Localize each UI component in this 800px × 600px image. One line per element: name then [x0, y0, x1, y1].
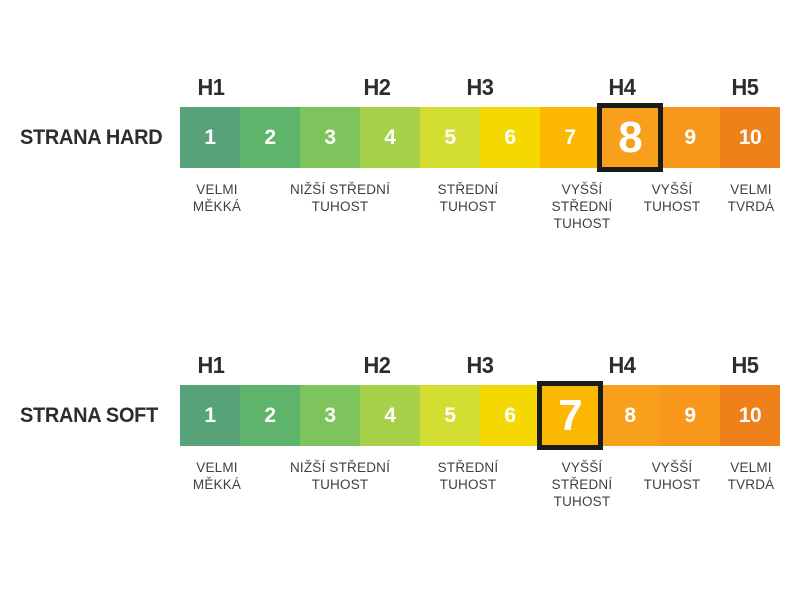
scale-cell-6: 6	[480, 107, 540, 168]
hardness-class-header-h4: H4	[608, 352, 636, 378]
scale-number: 7	[558, 390, 583, 440]
firmness-label: STŘEDNÍ TUHOST	[437, 182, 499, 214]
hardness-class-header-h3: H3	[466, 74, 494, 100]
scale-cell-8: 8	[597, 103, 663, 172]
scale-number: 5	[444, 125, 456, 149]
hard-side-title: STRANA HARD	[20, 126, 163, 149]
scale-cell-2: 2	[240, 385, 300, 446]
scale-cell-3: 3	[300, 385, 360, 446]
hardness-class-header-h5: H5	[731, 352, 759, 378]
scale-number: 10	[738, 403, 762, 427]
firmness-label: NIŽŠÍ STŘEDNÍ TUHOST	[289, 460, 391, 492]
hardness-class-header-h4: H4	[608, 74, 636, 100]
scale-cell-1: 1	[180, 107, 240, 168]
firmness-label: VYŠŠÍ TUHOST	[643, 182, 701, 214]
scale-number: 10	[738, 125, 762, 149]
scale-cell-3: 3	[300, 107, 360, 168]
scale-number: 4	[384, 125, 396, 149]
soft-side-title: STRANA SOFT	[20, 404, 158, 427]
scale-number: 1	[204, 125, 216, 149]
scale-cell-10: 10	[720, 107, 780, 168]
scale-number: 6	[504, 403, 516, 427]
scale-cell-4: 4	[360, 385, 420, 446]
firmness-label: VELMI MĚKKÁ	[192, 460, 242, 492]
scale-cell-5: 5	[420, 107, 480, 168]
scale-cell-6: 6	[480, 385, 540, 446]
scale-cell-8: 8	[600, 385, 660, 446]
scale-number: 2	[264, 403, 276, 427]
scale-number: 7	[564, 125, 576, 149]
scale-number: 2	[264, 125, 276, 149]
firmness-label: VELMI MĚKKÁ	[192, 182, 242, 214]
hard-firmness-scale-bar: 1 2 3 4 5 6 7 8 9 10	[180, 103, 780, 172]
scale-number: 1	[204, 403, 216, 427]
hardness-class-header-h2: H2	[363, 74, 391, 100]
scale-number: 5	[444, 403, 456, 427]
hard-side-chart: STRANA HARD H1 H2 H3 H4 H5 1 2 3 4 5 6 7 8 9 10 VELMI…	[0, 0, 800, 260]
scale-cell-9: 9	[660, 385, 720, 446]
firmness-label: STŘEDNÍ TUHOST	[437, 460, 499, 492]
scale-number: 8	[618, 112, 643, 162]
scale-number: 3	[324, 403, 336, 427]
hardness-class-header-h1: H1	[197, 352, 225, 378]
scale-number: 3	[324, 125, 336, 149]
hardness-class-header-h3: H3	[466, 352, 494, 378]
firmness-label: VYŠŠÍ STŘEDNÍ TUHOST	[551, 182, 613, 231]
firmness-label: VYŠŠÍ STŘEDNÍ TUHOST	[551, 460, 613, 509]
scale-cell-10: 10	[720, 385, 780, 446]
soft-firmness-scale-bar: 1 2 3 4 5 6 7 8 9 10	[180, 381, 780, 450]
firmness-label: VYŠŠÍ TUHOST	[643, 460, 701, 492]
scale-cell-7: 7	[537, 381, 603, 450]
soft-side-chart: STRANA SOFT H1 H2 H3 H4 H5 1 2 3 4 5 6 7 8 9 10 VELMI…	[0, 278, 800, 538]
scale-number: 4	[384, 403, 396, 427]
scale-cell-9: 9	[660, 107, 720, 168]
scale-cell-5: 5	[420, 385, 480, 446]
firmness-label: VELMI TVRDÁ	[727, 460, 775, 492]
highlighted-value-box: 8	[597, 103, 663, 172]
hardness-class-header-h5: H5	[731, 74, 759, 100]
scale-cell-1: 1	[180, 385, 240, 446]
highlighted-value-box: 7	[537, 381, 603, 450]
hardness-class-header-h2: H2	[363, 352, 391, 378]
hardness-class-header-h1: H1	[197, 74, 225, 100]
scale-number: 9	[684, 125, 696, 149]
scale-number: 9	[684, 403, 696, 427]
scale-number: 8	[624, 403, 636, 427]
scale-cell-7: 7	[540, 107, 600, 168]
scale-cell-4: 4	[360, 107, 420, 168]
firmness-label: VELMI TVRDÁ	[727, 182, 775, 214]
firmness-label: NIŽŠÍ STŘEDNÍ TUHOST	[289, 182, 391, 214]
scale-number: 6	[504, 125, 516, 149]
scale-cell-2: 2	[240, 107, 300, 168]
